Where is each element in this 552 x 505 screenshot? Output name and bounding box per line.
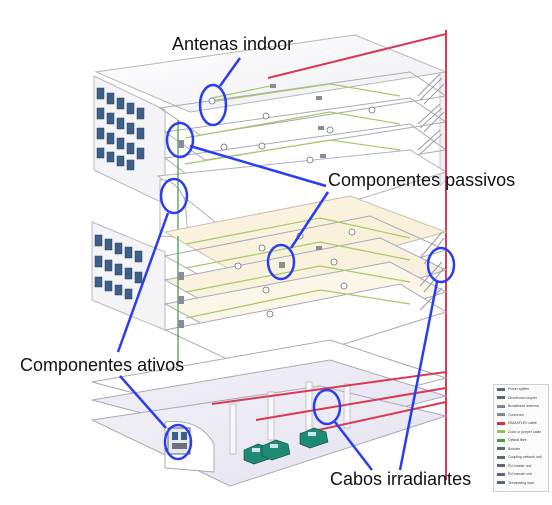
line-cable-2 — [334, 421, 373, 471]
legend-item: RADIAFLEX cable — [494, 419, 548, 428]
legend-label: Booster — [508, 446, 521, 451]
legend-label: RU remote unit — [508, 472, 532, 477]
circle-antenna — [198, 83, 228, 127]
legend-label: Directional coupler — [508, 395, 537, 400]
upper-antennas — [208, 97, 376, 164]
legend-item: Power splitter — [494, 385, 548, 394]
legend-label: Broadband antenna — [508, 404, 539, 409]
upper-stairs — [417, 73, 445, 155]
legend-swatch — [497, 404, 505, 408]
label-componentes-passivos: Componentes passivos — [328, 170, 516, 190]
legend-label: Terminating load — [508, 480, 534, 485]
legend-swatch — [497, 455, 505, 459]
legend-item: Broadband antenna — [494, 402, 548, 411]
label-antenas-indoor: Antenas indoor — [172, 34, 294, 54]
circle-cable-right — [426, 246, 456, 284]
legend-swatch — [497, 438, 505, 442]
circle-cable-parking — [312, 388, 342, 426]
middle-passive-boxes — [178, 246, 322, 328]
legend-label: Connector — [508, 412, 525, 417]
line-cable-1 — [398, 281, 439, 471]
legend-swatch — [497, 464, 505, 468]
legend-item: Coax or jumper cable — [494, 428, 548, 437]
legend-swatch — [497, 387, 505, 391]
line-passive-1 — [189, 144, 327, 188]
legend-label: Optical fibre — [508, 438, 527, 443]
legend-swatch — [497, 447, 505, 451]
legend-item: Booster — [494, 445, 548, 454]
legend-swatch — [497, 430, 505, 434]
parking-cars — [243, 427, 329, 465]
circle-passive-top — [165, 121, 195, 159]
line-active-1 — [116, 212, 170, 353]
line-passive-2 — [289, 191, 330, 249]
upper-coax — [184, 83, 401, 165]
legend-item: Optical fibre — [494, 436, 548, 445]
legend-label: RADIAFLEX cable — [508, 421, 537, 426]
middle-slab-5 — [163, 283, 448, 373]
legend-label: Coax or jumper cable — [508, 429, 542, 434]
callouts — [116, 57, 456, 471]
middle-coax — [185, 217, 411, 319]
legend-item: RU master unit — [494, 462, 548, 471]
radiating-riser — [267, 30, 447, 480]
label-cabos-irradiantes: Cabos irradiantes — [330, 469, 472, 489]
legend-label: Coupling network unit — [508, 455, 542, 460]
middle-block — [91, 195, 448, 420]
legend-item: Terminating load — [494, 479, 548, 488]
middle-slab-1 — [163, 195, 448, 285]
legend-swatch — [497, 413, 505, 417]
circle-passive-mid — [266, 243, 296, 281]
upper-windows — [96, 87, 145, 171]
circle-active-bottom — [163, 423, 193, 461]
middle-antennas — [234, 228, 356, 318]
legend-item: Coupling network unit — [494, 453, 548, 462]
upper-block — [93, 34, 448, 239]
middle-windows — [94, 234, 143, 300]
circle-active-top — [159, 177, 189, 215]
legend-swatch — [497, 396, 505, 400]
legend-item: Connector — [494, 411, 548, 420]
line-antenna — [218, 57, 242, 87]
legend-swatch — [497, 421, 505, 425]
label-componentes-ativos: Componentes ativos — [20, 355, 185, 375]
legend-label: RU master unit — [508, 463, 532, 468]
legend-label: Power splitter — [508, 387, 530, 392]
legend-swatch — [497, 481, 505, 485]
legend-swatch — [497, 472, 505, 476]
legend-item: RU remote unit — [494, 470, 548, 479]
line-active-2 — [119, 375, 167, 429]
active-equipment — [167, 427, 191, 455]
legend-item: Directional coupler — [494, 394, 548, 403]
upper-passive-boxes — [178, 84, 326, 158]
